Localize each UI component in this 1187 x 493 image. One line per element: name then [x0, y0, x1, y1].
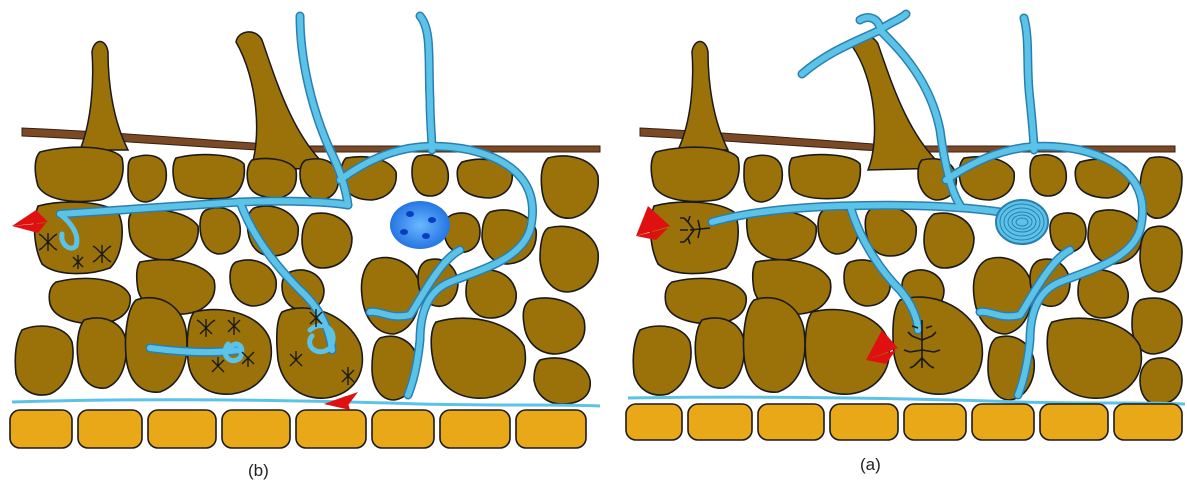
cortical-cell	[893, 297, 983, 394]
cortical-cell	[541, 156, 598, 218]
cortical-cell	[1140, 358, 1182, 404]
cortical-cell	[200, 208, 240, 254]
root-hair	[80, 42, 128, 151]
cortical-cell	[695, 318, 744, 388]
cortical-cell	[15, 326, 73, 395]
cortical-cell	[35, 147, 123, 201]
cortical-cell	[1140, 226, 1182, 292]
panel-a	[626, 14, 1185, 440]
cortical-cell	[651, 202, 739, 274]
cortical-cells	[15, 147, 598, 404]
panel-a-label: (a)	[860, 455, 881, 475]
hyphal-coil	[996, 200, 1048, 244]
vesicle	[390, 201, 450, 249]
cortical-cell	[534, 358, 590, 404]
cortical-cells	[633, 147, 1182, 404]
panel-b-label: (b)	[248, 461, 269, 481]
cortical-cell	[302, 213, 352, 268]
cortical-cell	[743, 298, 805, 392]
cortical-cell	[1047, 318, 1141, 398]
cortical-cell	[173, 155, 244, 199]
epidermis-cells	[626, 404, 1182, 440]
cortical-cell	[651, 147, 739, 201]
cortical-cell	[789, 155, 860, 199]
root-hair	[678, 42, 728, 151]
cortical-cell	[1078, 270, 1128, 318]
cortical-cell	[128, 155, 166, 202]
cortical-cell	[540, 226, 598, 292]
cortical-cell	[230, 260, 276, 306]
panel-b	[10, 16, 600, 448]
cortical-cell	[129, 210, 199, 260]
cortical-cell	[744, 155, 782, 202]
cortical-cell	[974, 258, 1033, 334]
cortical-cell	[665, 278, 746, 324]
endodermis-line	[12, 400, 600, 406]
cortical-cell	[1030, 155, 1066, 196]
cortical-cell	[361, 258, 420, 334]
cortical-cell	[77, 318, 126, 388]
epidermis-cells	[10, 410, 586, 448]
cortical-cell	[431, 318, 525, 398]
cortical-cell	[924, 213, 974, 268]
cortical-cell	[247, 158, 296, 198]
cortical-cell	[49, 278, 130, 324]
cortical-cell	[523, 298, 585, 354]
cortical-cell	[412, 155, 448, 196]
cortical-cell	[633, 326, 691, 395]
